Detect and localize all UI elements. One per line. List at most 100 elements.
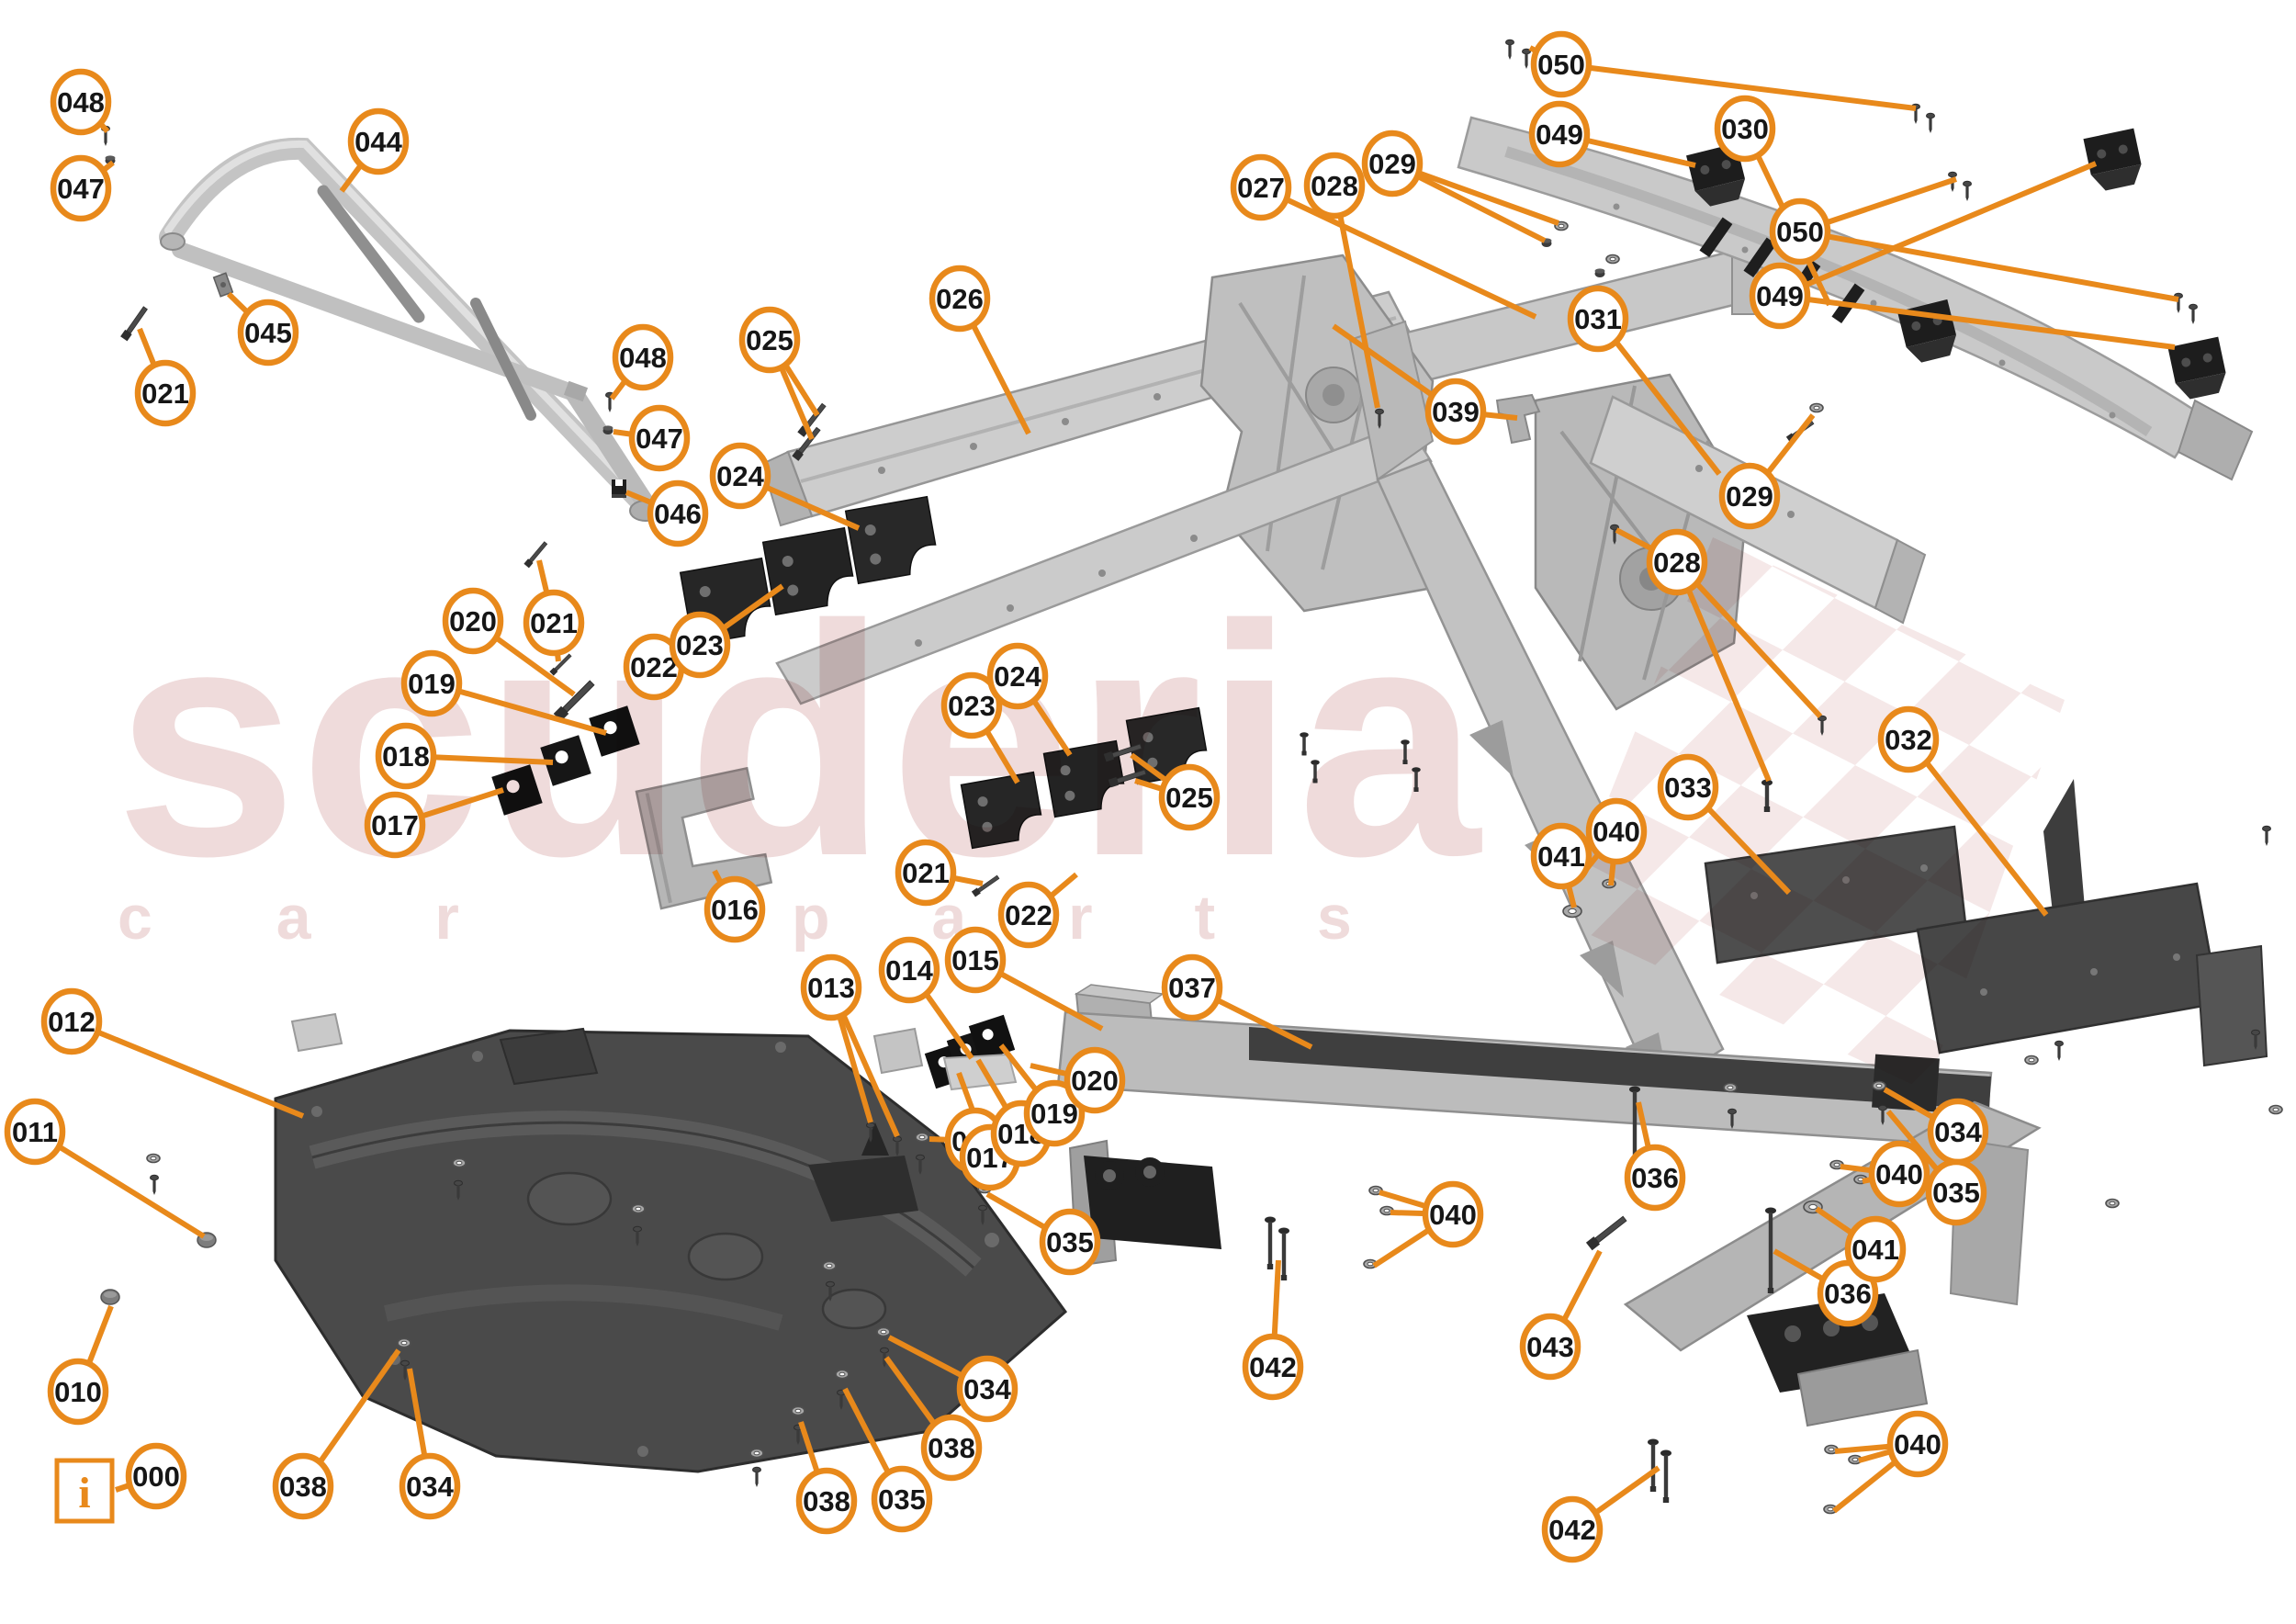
callout-017-bubble[interactable]: 017 (364, 791, 426, 859)
callout-038-bubble[interactable]: 038 (920, 1414, 983, 1482)
callout-number: 034 (406, 1471, 454, 1503)
callout-049-bubble[interactable]: 049 (1749, 262, 1811, 330)
callout-020-bubble[interactable]: 020 (1064, 1046, 1126, 1114)
callout-050-bubble[interactable]: 050 (1530, 30, 1593, 98)
callout-041-bubble[interactable]: 041 (1844, 1215, 1907, 1283)
callout-034-bubble[interactable]: 034 (399, 1452, 461, 1520)
callout-028-bubble[interactable]: 028 (1303, 152, 1366, 220)
callout-028-bubble[interactable]: 028 (1646, 528, 1708, 596)
fastener-washer (1848, 1454, 1863, 1465)
callout-041-bubble[interactable]: 041 (1530, 822, 1593, 890)
fastener-washer (1872, 1080, 1886, 1091)
callout-043-bubble[interactable]: 043 (1519, 1313, 1581, 1381)
callout-number: 026 (936, 283, 984, 315)
callout-037-bubble[interactable]: 037 (1161, 953, 1223, 1021)
fastener-screw (1522, 48, 1531, 69)
callout-012-bubble[interactable]: 012 (40, 987, 103, 1055)
callout-number: 034 (963, 1373, 1011, 1405)
part-shim-pads-left (491, 705, 640, 816)
callout-014-bubble[interactable]: 014 (878, 936, 940, 1004)
callout-034-bubble[interactable]: 034 (1927, 1098, 1989, 1166)
callout-042-bubble[interactable]: 042 (1242, 1333, 1304, 1401)
callout-029-bubble[interactable]: 029 (1718, 462, 1781, 530)
callout-number: 025 (1165, 782, 1213, 814)
callout-025-bubble[interactable]: 025 (1158, 763, 1221, 831)
callout-034-bubble[interactable]: 034 (956, 1355, 1019, 1423)
fastener-screw (2251, 1029, 2260, 1050)
callout-022-bubble[interactable]: 022 (997, 881, 1060, 949)
callout-040-bubble[interactable]: 040 (1422, 1180, 1484, 1248)
callout-020-bubble[interactable]: 020 (442, 587, 504, 655)
callout-016-bubble[interactable]: 016 (703, 875, 766, 943)
fastener-screw (633, 1225, 642, 1246)
callout-049-bubble[interactable]: 049 (1528, 100, 1591, 168)
callout-035-bubble[interactable]: 035 (1039, 1208, 1101, 1276)
fastener-washer (915, 1132, 929, 1143)
callout-045-bubble[interactable]: 045 (237, 299, 299, 367)
callout-021-bubble[interactable]: 021 (134, 359, 197, 427)
callout-039-bubble[interactable]: 039 (1424, 378, 1487, 445)
callout-021-bubble[interactable]: 021 (523, 589, 585, 657)
callout-019-bubble[interactable]: 019 (1023, 1079, 1086, 1147)
callout-035-bubble[interactable]: 035 (871, 1465, 933, 1533)
callout-026-bubble[interactable]: 026 (929, 265, 991, 333)
callout-050-bubble[interactable]: 050 (1769, 197, 1831, 265)
callout-number: 034 (1934, 1116, 1982, 1148)
callout-015-bubble[interactable]: 015 (944, 926, 1007, 994)
fastener-washer (146, 1153, 161, 1164)
callout-040-bubble[interactable]: 040 (1886, 1410, 1949, 1478)
callout-number: 021 (141, 378, 189, 410)
callout-018-bubble[interactable]: 018 (375, 722, 437, 790)
callout-042-bubble[interactable]: 042 (1541, 1495, 1604, 1563)
callout-019-bubble[interactable]: 019 (400, 649, 463, 717)
callout-023-bubble[interactable]: 023 (669, 611, 731, 679)
fastener-screw (1610, 524, 1619, 545)
callout-number: 024 (994, 660, 1041, 693)
fastener-screw (1963, 180, 1972, 201)
callout-038-bubble[interactable]: 038 (272, 1452, 334, 1520)
fastener-washer (1829, 1159, 1844, 1170)
callout-010-bubble[interactable]: 010 (47, 1358, 109, 1426)
callout-048-bubble[interactable]: 048 (612, 323, 674, 391)
callout-036-bubble[interactable]: 036 (1624, 1144, 1686, 1212)
leader-line (1778, 161, 2098, 299)
fastener-screw (1878, 1104, 1887, 1125)
callout-035-bubble[interactable]: 035 (1925, 1158, 1987, 1226)
callout-011-bubble[interactable]: 011 (4, 1098, 66, 1166)
fastener-washer (397, 1337, 411, 1348)
callout-032-bubble[interactable]: 032 (1877, 705, 1940, 773)
callout-047-bubble[interactable]: 047 (628, 404, 691, 472)
callout-029-bubble[interactable]: 029 (1361, 130, 1424, 197)
callout-027-bubble[interactable]: 027 (1230, 153, 1292, 221)
callout-number: 045 (244, 317, 292, 349)
callout-025-bubble[interactable]: 025 (738, 306, 801, 374)
callout-number: 010 (54, 1376, 102, 1408)
callout-031-bubble[interactable]: 031 (1567, 285, 1629, 353)
callout-024-bubble[interactable]: 024 (709, 442, 771, 510)
callout-number: 044 (355, 126, 402, 158)
callout-038-bubble[interactable]: 038 (795, 1467, 858, 1535)
fastener-washer (2105, 1198, 2120, 1209)
callout-040-bubble[interactable]: 040 (1868, 1140, 1930, 1208)
callout-033-bubble[interactable]: 033 (1657, 753, 1719, 821)
callout-013-bubble[interactable]: 013 (800, 953, 862, 1021)
leader-line (70, 1019, 305, 1119)
watermark: scuderia c a r p a r t s (115, 537, 2065, 1091)
callout-000-bubble[interactable]: 000 (125, 1442, 187, 1510)
callout-030-bubble[interactable]: 030 (1714, 95, 1776, 163)
callout-046-bubble[interactable]: 046 (647, 479, 709, 547)
callout-023-bubble[interactable]: 023 (940, 671, 1003, 739)
callout-number: 031 (1574, 303, 1622, 335)
info-icon[interactable]: i (54, 1458, 115, 1524)
callout-044-bubble[interactable]: 044 (347, 107, 410, 175)
fastener-screw (1375, 408, 1384, 429)
callout-number: 018 (382, 740, 430, 773)
fastener-bolt-long (1401, 739, 1410, 764)
callout-022-bubble[interactable]: 022 (623, 633, 685, 701)
callout-021-bubble[interactable]: 021 (895, 839, 957, 907)
callout-040-bubble[interactable]: 040 (1585, 797, 1648, 865)
callout-048-bubble[interactable]: 048 (50, 68, 112, 136)
callout-024-bubble[interactable]: 024 (986, 642, 1049, 710)
callout-number: 037 (1168, 972, 1216, 1004)
callout-047-bubble[interactable]: 047 (50, 154, 112, 222)
